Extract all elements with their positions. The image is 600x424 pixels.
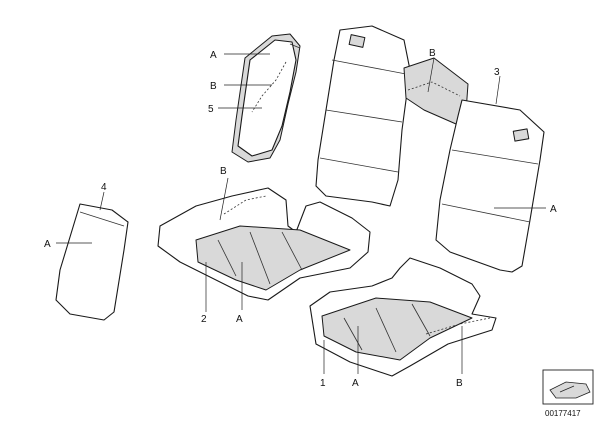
callout-a-right-cushion: A <box>352 378 359 389</box>
seat-thumbnail-icon <box>549 381 591 399</box>
leader-lines <box>56 53 546 374</box>
callout-a-left-cushion: A <box>236 314 243 325</box>
callout-a-armrest: A <box>44 239 51 250</box>
callout-b-bolster: B <box>210 81 217 92</box>
reference-thumbnail <box>542 369 594 405</box>
armrest-pad-part-4[interactable] <box>55 203 129 321</box>
callout-b-backrest: B <box>429 48 436 59</box>
callout-1: 1 <box>320 378 326 389</box>
callout-b-right-cushion: B <box>456 378 463 389</box>
callout-labels: A B 5 B 3 4 A B A 2 A 1 A B <box>44 48 557 389</box>
callout-a-right-backrest: A <box>550 204 557 215</box>
rear-backrest-part-3[interactable] <box>315 25 545 273</box>
left-seat-cushion-part-2[interactable] <box>157 187 371 301</box>
callout-5: 5 <box>208 104 214 115</box>
callout-3: 3 <box>494 67 500 78</box>
callout-2: 2 <box>201 314 207 325</box>
side-bolster-part-5[interactable] <box>231 33 301 163</box>
right-seat-cushion-part-1[interactable] <box>309 257 497 377</box>
callout-4: 4 <box>101 182 107 193</box>
callout-b-cushion: B <box>220 166 227 177</box>
callout-a-bolster: A <box>210 50 217 61</box>
diagram-code: 00177417 <box>545 409 581 418</box>
